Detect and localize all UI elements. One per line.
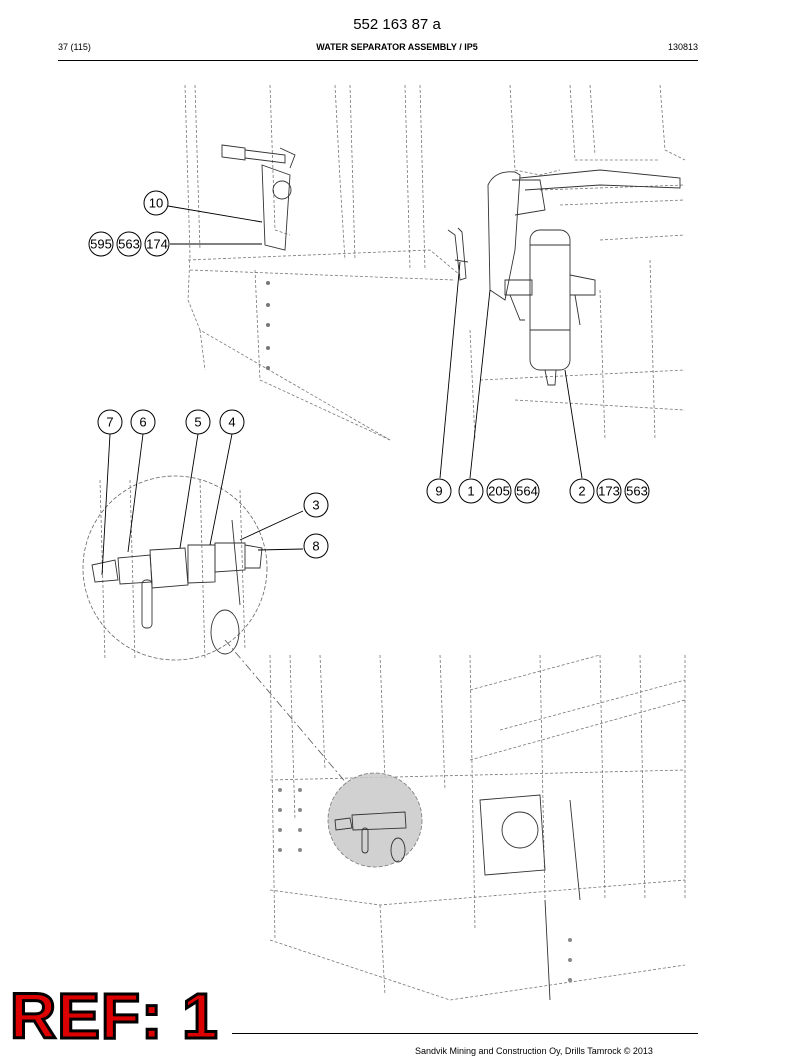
callout-number: 2 bbox=[578, 484, 585, 499]
page-title: WATER SEPARATOR ASSEMBLY / IP5 bbox=[316, 42, 478, 52]
callout-6: 6 bbox=[130, 409, 156, 435]
detail-circle bbox=[82, 475, 349, 786]
callout-563: 563 bbox=[116, 231, 142, 257]
header-rule bbox=[58, 60, 698, 61]
callout-10: 10 bbox=[143, 190, 169, 216]
callout-number: 173 bbox=[598, 484, 620, 499]
reference-label: REF: 1 bbox=[9, 980, 220, 1052]
callout-number: 9 bbox=[435, 484, 442, 499]
callout-4: 4 bbox=[219, 409, 245, 435]
callout-number: 5 bbox=[194, 415, 201, 430]
callout-number: 10 bbox=[149, 196, 163, 211]
callout-number: 563 bbox=[118, 237, 140, 252]
callout-174: 174 bbox=[144, 231, 170, 257]
callout-8: 8 bbox=[303, 533, 329, 559]
callout-number: 563 bbox=[626, 484, 648, 499]
lower-frame-view bbox=[269, 654, 686, 1001]
footer-rule bbox=[232, 1033, 698, 1034]
footer-copyright: Sandvik Mining and Construction Oy, Dril… bbox=[415, 1046, 653, 1056]
callout-7: 7 bbox=[97, 409, 123, 435]
callout-number: 6 bbox=[139, 415, 146, 430]
callout-2: 2 bbox=[569, 478, 595, 504]
document-number: 552 163 87 a bbox=[353, 16, 441, 33]
callout-number: 1 bbox=[467, 484, 474, 499]
revision-date: 130813 bbox=[667, 42, 698, 52]
upper-left-frame bbox=[184, 84, 469, 441]
callout-173: 173 bbox=[596, 478, 622, 504]
callout-number: 564 bbox=[516, 484, 538, 499]
leader-lines bbox=[101, 205, 583, 576]
callout-number: 3 bbox=[312, 498, 319, 513]
callout-564: 564 bbox=[514, 478, 540, 504]
callout-205: 205 bbox=[486, 478, 512, 504]
callout-number: 7 bbox=[106, 415, 113, 430]
callout-9: 9 bbox=[426, 478, 452, 504]
page-number: 37 (115) bbox=[58, 42, 91, 52]
callout-number: 4 bbox=[228, 415, 235, 430]
callout-5: 5 bbox=[185, 409, 211, 435]
callout-3: 3 bbox=[303, 492, 329, 518]
callout-595: 595 bbox=[88, 231, 114, 257]
callout-number: 8 bbox=[312, 539, 319, 554]
callout-1: 1 bbox=[458, 478, 484, 504]
callout-563b: 563 bbox=[624, 478, 650, 504]
water-separator-view bbox=[469, 84, 686, 441]
callout-number: 595 bbox=[90, 237, 112, 252]
callout-number: 205 bbox=[488, 484, 510, 499]
callout-number: 174 bbox=[146, 237, 168, 252]
